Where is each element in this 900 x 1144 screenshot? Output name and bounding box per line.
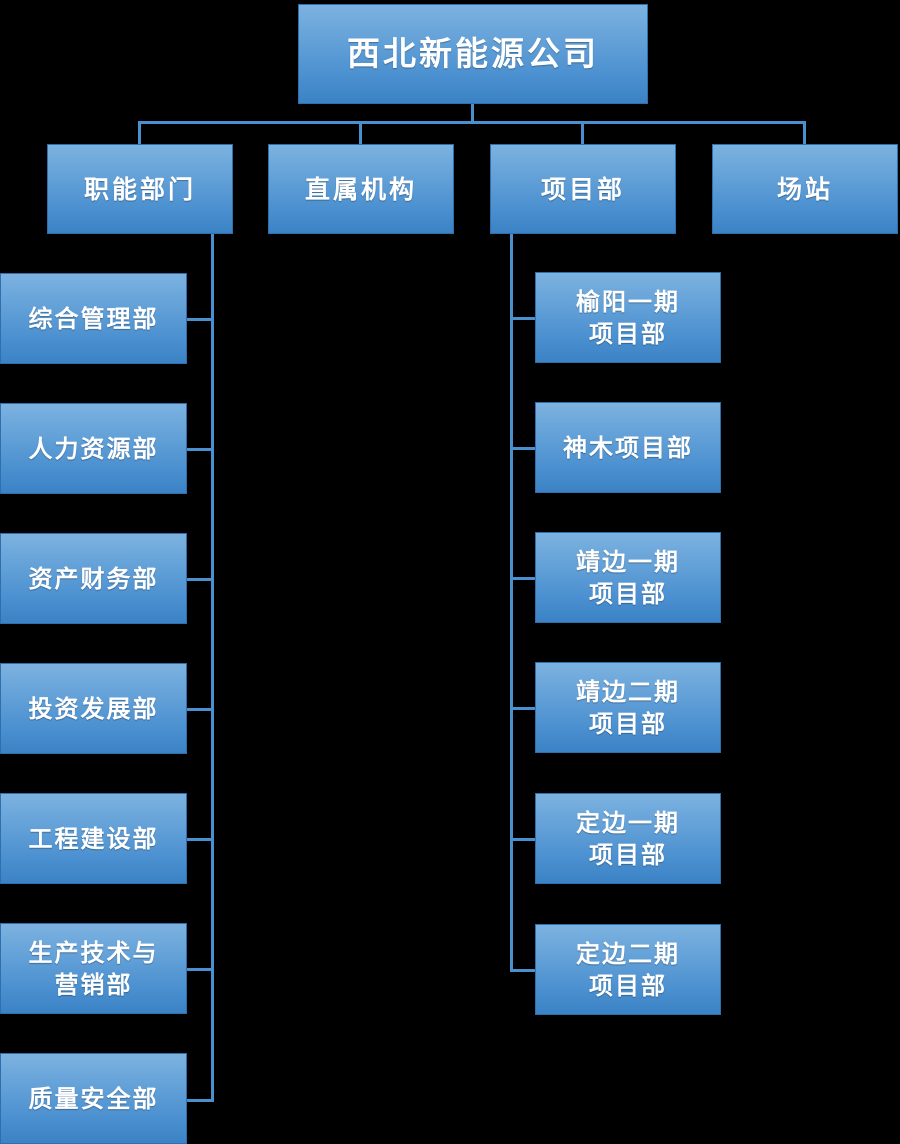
node-label: 定边二期 项目部	[576, 938, 680, 1000]
node-direct-units[interactable]: 直属机构	[268, 144, 454, 234]
node-label: 工程建设部	[28, 823, 159, 853]
node-dept-general-management[interactable]: 综合管理部	[0, 273, 187, 364]
node-project-departments[interactable]: 项目部	[490, 144, 676, 234]
connector-project-branch-2	[510, 447, 538, 450]
node-dept-investment-development[interactable]: 投资发展部	[0, 663, 187, 754]
connector-level2-bus	[138, 121, 806, 124]
node-project-dingbian-phase1[interactable]: 定边一期 项目部	[535, 793, 721, 884]
connector-project-branch-1	[510, 317, 538, 320]
node-project-yuyang-phase1[interactable]: 榆阳一期 项目部	[535, 272, 721, 363]
connector-level2-drop-2	[359, 121, 362, 144]
connector-functional-branch-6	[186, 968, 214, 971]
node-dept-quality-safety[interactable]: 质量安全部	[0, 1053, 187, 1144]
connector-project-spine	[510, 234, 513, 972]
connector-functional-branch-2	[186, 448, 214, 451]
connector-functional-branch-3	[186, 578, 214, 581]
connector-root-stem	[471, 104, 474, 123]
connector-level2-drop-4	[803, 121, 806, 144]
connector-project-branch-4	[510, 707, 538, 710]
node-project-jingbian-phase1[interactable]: 靖边一期 项目部	[535, 532, 721, 623]
node-label: 质量安全部	[28, 1083, 159, 1113]
connector-functional-spine	[211, 234, 214, 1102]
node-dept-production-technology-marketing[interactable]: 生产技术与 营销部	[0, 923, 187, 1014]
connector-functional-branch-1	[186, 318, 214, 321]
connector-functional-branch-7	[186, 1099, 214, 1102]
connector-project-branch-6	[510, 969, 538, 972]
node-project-dingbian-phase2[interactable]: 定边二期 项目部	[535, 924, 721, 1015]
node-label: 靖边二期 项目部	[576, 676, 680, 738]
connector-project-branch-5	[510, 838, 538, 841]
node-project-shenmu[interactable]: 神木项目部	[535, 402, 721, 493]
node-stations[interactable]: 场站	[712, 144, 898, 234]
node-label: 资产财务部	[28, 563, 159, 593]
connector-functional-branch-4	[186, 708, 214, 711]
node-root-company[interactable]: 西北新能源公司	[298, 4, 648, 104]
node-label: 生产技术与 营销部	[28, 937, 159, 999]
node-label: 综合管理部	[28, 303, 159, 333]
node-dept-engineering-construction[interactable]: 工程建设部	[0, 793, 187, 884]
node-label: 场站	[776, 174, 833, 204]
connector-project-branch-3	[510, 577, 538, 580]
node-dept-human-resources[interactable]: 人力资源部	[0, 403, 187, 494]
node-label: 榆阳一期 项目部	[576, 286, 680, 348]
node-label: 定边一期 项目部	[576, 807, 680, 869]
node-label: 职能部门	[83, 174, 196, 204]
node-label: 神木项目部	[563, 432, 693, 462]
node-dept-assets-finance[interactable]: 资产财务部	[0, 533, 187, 624]
node-label: 人力资源部	[28, 433, 159, 463]
node-label: 西北新能源公司	[347, 34, 599, 74]
node-label: 靖边一期 项目部	[576, 546, 680, 608]
node-label: 项目部	[540, 174, 625, 204]
node-project-jingbian-phase2[interactable]: 靖边二期 项目部	[535, 662, 721, 753]
node-functional-departments[interactable]: 职能部门	[47, 144, 233, 234]
node-label: 直属机构	[304, 174, 417, 204]
connector-level2-drop-3	[581, 121, 584, 144]
node-label: 投资发展部	[28, 693, 159, 723]
connector-level2-drop-1	[138, 121, 141, 144]
connector-functional-branch-5	[186, 838, 214, 841]
